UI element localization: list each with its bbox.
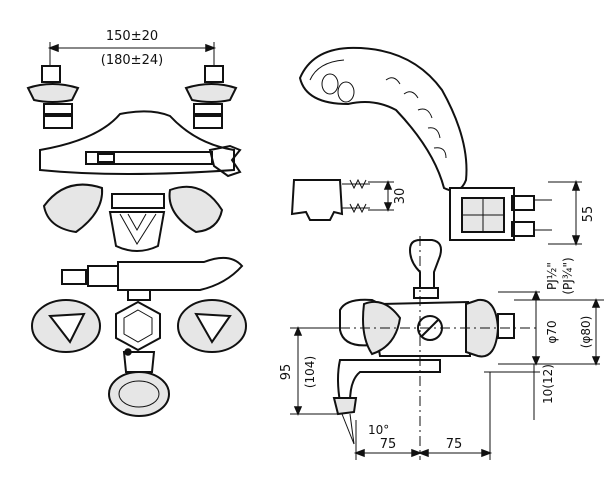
- mixer-front-view: [31, 256, 247, 417]
- spout-drop-label: 95: [279, 364, 294, 381]
- shower-head: [298, 46, 582, 247]
- bracket-height-label: 55: [581, 206, 596, 223]
- spout-drop-alt-label: (104): [303, 356, 317, 388]
- offset-label: 10(12): [541, 364, 555, 404]
- diameter-alt-label: (φ80): [579, 316, 593, 349]
- pitch-label: 150±20: [106, 29, 158, 44]
- angle-label: 10°: [368, 423, 389, 437]
- thread-alt-label: (PJ¾"): [561, 257, 575, 294]
- diameter-label: φ70: [545, 320, 559, 343]
- thread-label: PJ½": [545, 262, 559, 290]
- pitch-alt-label: (180±24): [101, 53, 163, 68]
- mixer-side-view: [290, 236, 604, 460]
- width-left-label: 75: [380, 437, 397, 452]
- shower-holder: [290, 178, 394, 221]
- width-right-label: 75: [446, 437, 463, 452]
- holder-height-label: 30: [393, 188, 408, 205]
- mixer-top-view: [26, 42, 242, 252]
